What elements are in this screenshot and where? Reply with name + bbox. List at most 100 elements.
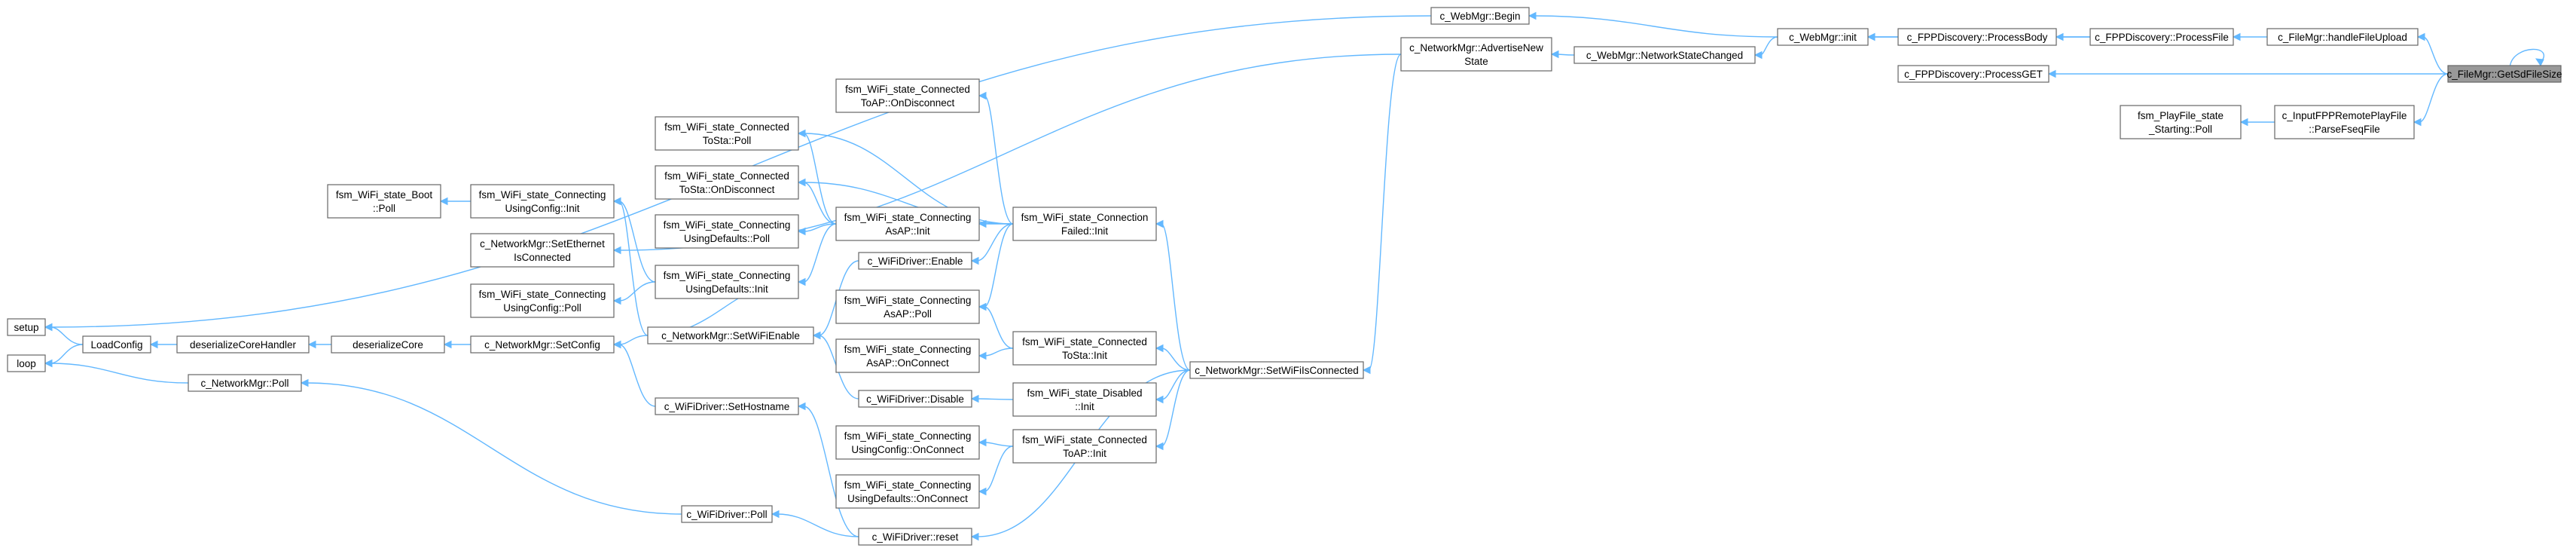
edge-arrowhead (2535, 58, 2544, 66)
edge-line (984, 223, 1014, 308)
edge-line (2422, 36, 2449, 75)
node-wifidisable[interactable]: c_WiFiDriver::Disable (858, 390, 972, 408)
node-label: IsConnected (514, 252, 571, 263)
node-label: AsAP::Poll (884, 308, 932, 320)
edge-arrowhead (1362, 366, 1371, 375)
edge-asap_poll-to-tosta_init (978, 302, 1014, 349)
node-box (1897, 28, 2057, 46)
node-box (327, 184, 441, 219)
node-tosta_disc[interactable]: fsm_WiFi_state_ConnectedToSta::OnDisconn… (655, 165, 799, 200)
node-label: LoadConfig (90, 339, 142, 351)
edge-arrowhead (978, 351, 987, 360)
node-netstatechanged[interactable]: c_WebMgr::NetworkStateChanged (1573, 46, 1756, 64)
edge-disabled_init-to-setwifi (1155, 369, 1191, 404)
node-config_init[interactable]: fsm_WiFi_state_ConnectingUsingConfig::In… (470, 184, 615, 219)
node-getsd[interactable]: c_FileMgr::GetSdFileSize (2446, 65, 2562, 83)
node-label: _Starting::Poll (2148, 124, 2212, 135)
node-sethostname[interactable]: c_WiFiDriver::SetHostname (655, 397, 799, 415)
node-loadconfig[interactable]: LoadConfig (82, 335, 151, 354)
node-wifienable[interactable]: c_WiFiDriver::Enable (858, 252, 972, 270)
node-box (858, 528, 972, 546)
node-label: UsingDefaults::OnConnect (847, 493, 968, 504)
node-box (655, 165, 799, 200)
node-label: fsm_WiFi_state_Connecting (844, 479, 972, 491)
node-toap_disc[interactable]: fsm_WiFi_state_ConnectedToAP::OnDisconne… (835, 78, 980, 113)
node-label: c_FileMgr::GetSdFileSize (2446, 69, 2562, 80)
node-config_onconnect[interactable]: fsm_WiFi_state_ConnectingUsingConfig::On… (835, 425, 980, 460)
node-boot_poll[interactable]: fsm_WiFi_state_Boot::Poll (327, 184, 441, 219)
node-box (470, 283, 615, 318)
node-processfile[interactable]: c_FPPDiscovery::ProcessFile (2089, 28, 2234, 46)
node-desercore[interactable]: deserializeCore (331, 335, 445, 354)
node-processget[interactable]: c_FPPDiscovery::ProcessGET (1897, 65, 2050, 83)
edge-line (803, 223, 837, 232)
node-wifireset[interactable]: c_WiFiDriver::reset (858, 528, 972, 546)
node-webinit[interactable]: c_WebMgr::init (1777, 28, 1869, 46)
edge-arrowhead (1753, 51, 1763, 60)
edge-asap_init-to-connfailed (978, 219, 1013, 228)
edge-line (1534, 15, 1778, 38)
node-box (1012, 331, 1157, 366)
node-netpoll[interactable]: c_NetworkMgr::Poll (188, 374, 302, 392)
edge-line (1161, 369, 1191, 447)
node-handleupload[interactable]: c_FileMgr::handleFileUpload (2266, 28, 2419, 46)
edge-line (984, 347, 1014, 357)
node-setconfig[interactable]: c_NetworkMgr::SetConfig (470, 335, 615, 354)
node-disabled_init[interactable]: fsm_WiFi_state_Disabled::Init (1012, 382, 1157, 417)
node-label: deserializeCoreHandler (190, 339, 297, 351)
edge-processfile-to-handleupload (2232, 32, 2267, 41)
edge-arrowhead (771, 510, 780, 519)
edge-wifidisable-to-disabled_init (970, 394, 1014, 403)
node-box (2266, 28, 2419, 46)
node-parsefseq[interactable]: c_InputFPPRemotePlayFile::ParseFseqFile (2274, 105, 2415, 139)
node-playstarting[interactable]: fsm_PlayFile_state_Starting::Poll (2120, 105, 2242, 139)
edge-loadconfig-to-desercorehandler (149, 340, 178, 349)
edge-line (50, 326, 84, 345)
node-processbody[interactable]: c_FPPDiscovery::ProcessBody (1897, 28, 2057, 46)
edge-arrowhead (812, 331, 821, 340)
node-box (470, 184, 615, 219)
node-box (1189, 361, 1364, 379)
node-label: c_FPPDiscovery::ProcessGET (1904, 69, 2043, 80)
node-box (1777, 28, 1869, 46)
edge-arrowhead (978, 438, 987, 447)
edge-getsd-to-getsd (2509, 48, 2544, 66)
node-defaults_onconnect[interactable]: fsm_WiFi_state_ConnectingUsingDefaults::… (835, 474, 980, 509)
node-setwifienable[interactable]: c_NetworkMgr::SetWiFiEnable (647, 326, 814, 344)
node-box (835, 474, 980, 509)
edge-line (777, 513, 859, 537)
node-loop[interactable]: loop (7, 354, 46, 372)
edge-arrowhead (797, 402, 806, 411)
node-defaults_init[interactable]: fsm_WiFi_state_ConnectingUsingDefaults::… (655, 265, 799, 299)
node-box (1012, 382, 1157, 417)
edge-arrowhead (300, 378, 309, 387)
edge-advertise-to-netstatechanged (1550, 50, 1575, 59)
node-setup[interactable]: setup (7, 318, 46, 336)
node-label: ToSta::Poll (703, 135, 752, 146)
node-box (835, 78, 980, 113)
node-webbegin[interactable]: c_WebMgr::Begin (1430, 7, 1530, 25)
node-box (2274, 105, 2415, 139)
edge-line (1556, 54, 1575, 56)
edge-setup-to-loadconfig (44, 323, 84, 345)
edge-arrowhead (443, 340, 452, 349)
node-label: setup (14, 322, 38, 333)
node-wifipoll[interactable]: c_WiFiDriver::Poll (681, 505, 773, 523)
node-defaults_poll[interactable]: fsm_WiFi_state_ConnectingUsingDefaults::… (655, 214, 799, 249)
node-config_poll[interactable]: fsm_WiFi_state_ConnectingUsingConfig::Po… (470, 283, 615, 318)
node-desercorehandler[interactable]: deserializeCoreHandler (176, 335, 310, 354)
node-label: fsm_WiFi_state_Connecting (664, 219, 791, 231)
edge-line (1161, 369, 1191, 400)
edge-config_init-to-defaults_init (612, 197, 656, 283)
node-label: fsm_WiFi_state_Connection (1021, 212, 1149, 223)
node-setwifi[interactable]: c_NetworkMgr::SetWiFiIsConnected (1189, 361, 1364, 379)
